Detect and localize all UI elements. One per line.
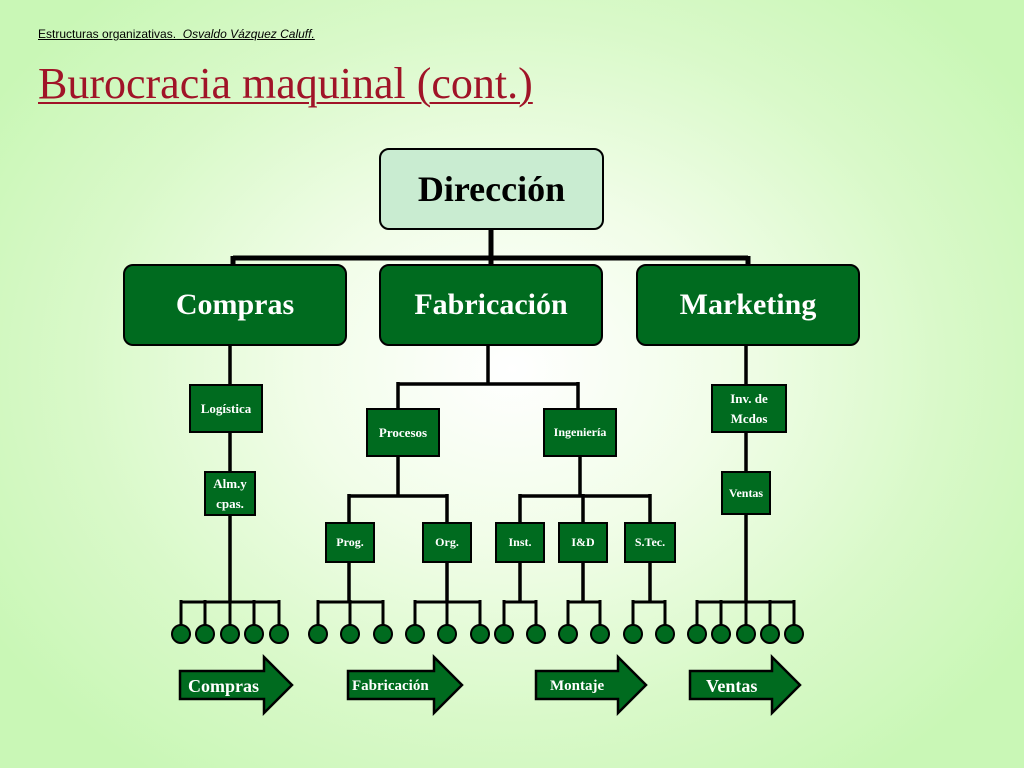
flow-label-compras: Compras [188,675,259,696]
leaf-node [195,624,215,644]
box-ingenieria: Ingeniería [543,408,617,457]
box-logistica: Logística [189,384,263,433]
leaf-node [784,624,804,644]
flow-label-fabricacion: Fabricación [352,677,429,694]
flow-arrow-montaje [534,653,648,717]
box-alm-cpas-line1: Alm.y [213,476,247,491]
slide-title: Burocracia maquinal (cont.) [38,59,533,108]
leaf-node [171,624,191,644]
box-i-d: I&D [558,522,608,563]
leaf-node [494,624,514,644]
box-alm-cpas: Alm.y cpas. [204,471,256,516]
box-s-tec: S.Tec. [624,522,676,563]
box-direccion: Dirección [379,148,604,230]
flow-arrow-fabricacion [346,653,464,717]
box-inv-mcdos-line1: Inv. de [730,391,768,406]
leaf-node [526,624,546,644]
leaf-node [558,624,578,644]
box-ventas: Ventas [721,471,771,515]
flow-label-ventas: Ventas [706,675,758,696]
box-alm-cpas-line2: cpas. [216,495,244,511]
flow-arrow-compras [178,653,294,717]
box-fabricacion: Fabricación [379,264,603,346]
header-line: Estructuras organizativas. Osvaldo Vázqu… [38,27,315,41]
leaf-node [623,624,643,644]
leaf-node [244,624,264,644]
flow-label-montaje: Montaje [550,677,605,694]
author-name: Osvaldo Vázquez Caluff. [182,27,315,41]
box-org: Org. [422,522,472,563]
leaf-node [687,624,707,644]
box-prog: Prog. [325,522,375,563]
leaf-node [736,624,756,644]
leaf-node [308,624,328,644]
box-procesos: Procesos [366,408,440,457]
leaf-node [220,624,240,644]
leaf-node [655,624,675,644]
leaf-node [373,624,393,644]
box-inst: Inst. [495,522,545,563]
flow-arrow-ventas [688,653,802,717]
box-inv-mcdos-line2: Mcdos [730,410,768,426]
box-marketing: Marketing [636,264,860,346]
box-compras: Compras [123,264,347,346]
leaf-node [269,624,289,644]
course-name: Estructuras organizativas. [38,27,177,41]
leaf-node [437,624,457,644]
box-inv-mcdos: Inv. de Mcdos [711,384,787,433]
leaf-node [470,624,490,644]
leaf-node [405,624,425,644]
leaf-node [760,624,780,644]
leaf-node [590,624,610,644]
leaf-node [340,624,360,644]
leaf-node [711,624,731,644]
